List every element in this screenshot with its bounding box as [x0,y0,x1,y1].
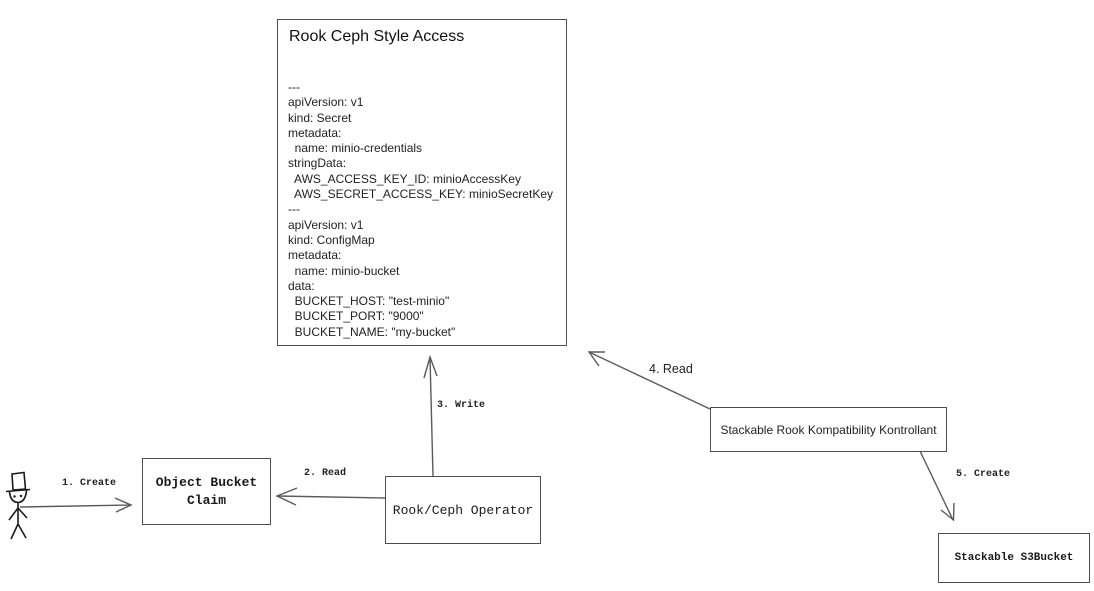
main-box-yaml-content: --- apiVersion: v1 kind: Secret metadata… [288,80,553,339]
stick-figure-top-hat-icon [5,471,31,540]
node-stackable-rook-kompatibility-kontrollant: Stackable Rook Kompatibility Kontrollant [710,407,947,452]
node-object-bucket-claim-label: Object Bucket Claim [155,474,258,508]
node-stackable-s3bucket-label: Stackable S3Bucket [954,552,1074,564]
arrow-label-4-read: 4. Read [649,362,693,376]
arrow-label-1-create: 1. Create [62,478,117,489]
node-rook-ceph-operator: Rook/Ceph Operator [385,476,541,544]
arrow-2-read [275,487,386,506]
arrow-label-2-read: 2. Read [304,468,347,479]
arrow-1-create [19,497,133,513]
arrow-5-create [919,450,955,522]
rook-ceph-style-access-box: Rook Ceph Style Access --- apiVersion: v… [277,19,567,346]
node-object-bucket-claim: Object Bucket Claim [142,458,271,525]
arrow-label-3-write: 3. Write [437,400,486,411]
arrow-3-write [423,354,438,477]
main-box-title: Rook Ceph Style Access [289,28,465,45]
arrow-4-read [587,351,711,410]
node-rook-ceph-operator-label: Rook/Ceph Operator [392,502,534,518]
node-stackable-rook-kompatibility-kontrollant-label: Stackable Rook Kompatibility Kontrollant [720,422,937,437]
arrow-label-5-create: 5. Create [956,469,1011,480]
node-stackable-s3bucket: Stackable S3Bucket [938,533,1090,583]
